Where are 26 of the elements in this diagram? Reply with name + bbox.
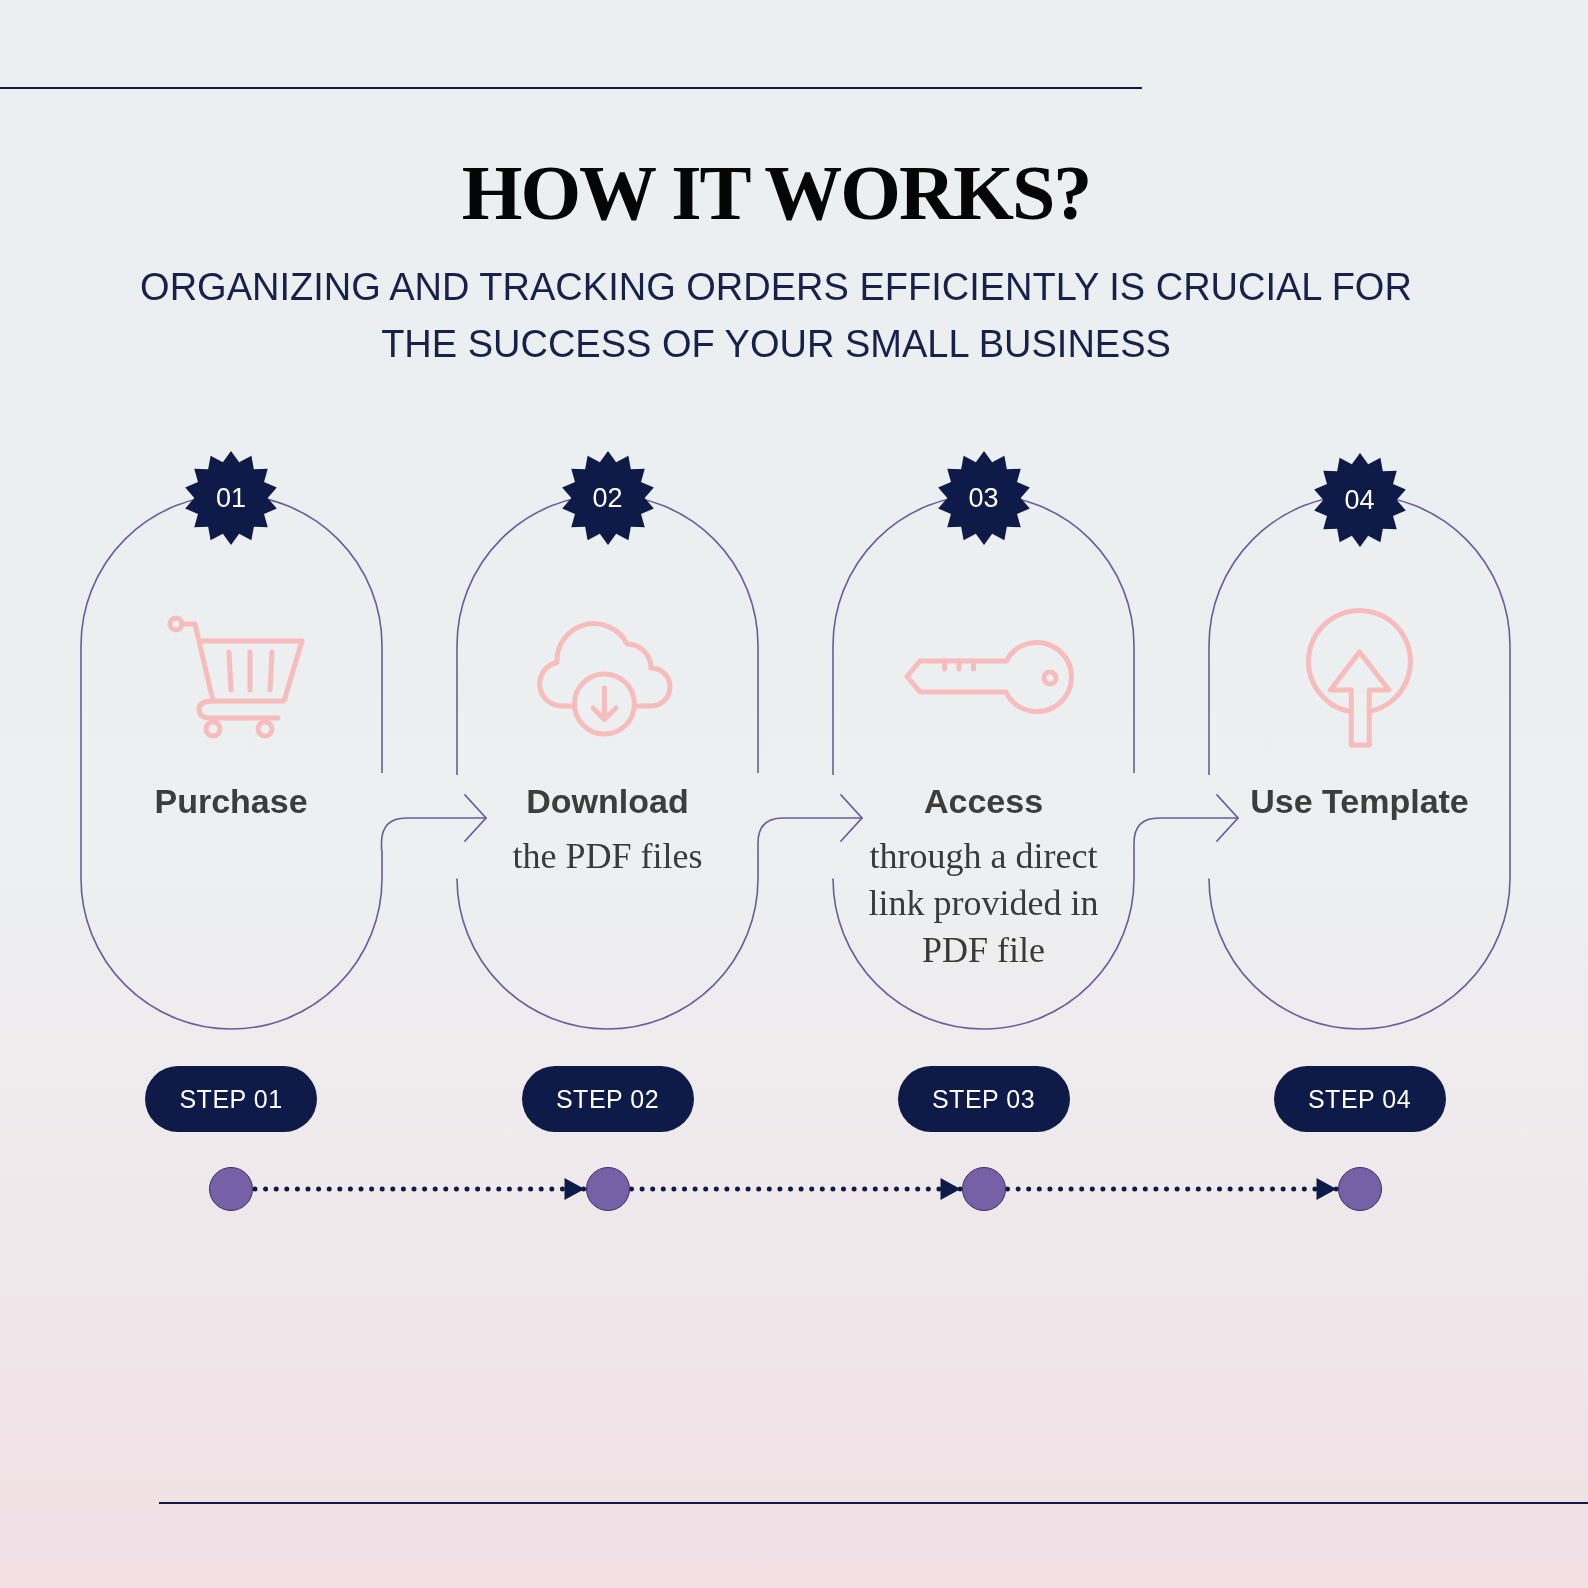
timeline-dot — [961, 1167, 1006, 1211]
step-description: through a direct link provided in PDF file — [867, 835, 1100, 972]
number-badge: 04 — [1311, 452, 1408, 548]
step-pill: STEP 03 — [897, 1066, 1070, 1132]
number-badge: 02 — [559, 450, 656, 546]
step-description: the PDF files — [512, 835, 703, 878]
arrow — [757, 794, 863, 851]
step-heading: Purchase — [154, 781, 308, 821]
dotted-arrow — [629, 1178, 963, 1200]
step-pill: STEP 02 — [521, 1066, 694, 1132]
timeline-dot — [209, 1167, 253, 1211]
number-badge: 03 — [935, 450, 1032, 546]
dotted-arrow — [252, 1178, 587, 1200]
step-heading: Download — [526, 781, 689, 821]
arrow — [1133, 794, 1239, 851]
step-pill: STEP 04 — [1273, 1066, 1446, 1132]
step-heading: Access — [923, 781, 1044, 821]
dotted-arrow — [1005, 1178, 1339, 1200]
number-badge: 01 — [183, 450, 279, 546]
step-heading: Use Template — [1250, 781, 1469, 821]
step-pill: STEP 01 — [145, 1066, 317, 1132]
arrow — [380, 794, 487, 851]
subtitle: ORGANIZING AND TRACKING ORDERS EFFICIENTLY IS CRUCIAL FOR THE SUCCESS OF YOUR SMALL BUSINESS — [139, 265, 1413, 367]
page-title: HOW IT WORKS? — [461, 154, 1091, 232]
timeline-dot — [585, 1167, 630, 1211]
timeline-dot — [1337, 1167, 1382, 1211]
